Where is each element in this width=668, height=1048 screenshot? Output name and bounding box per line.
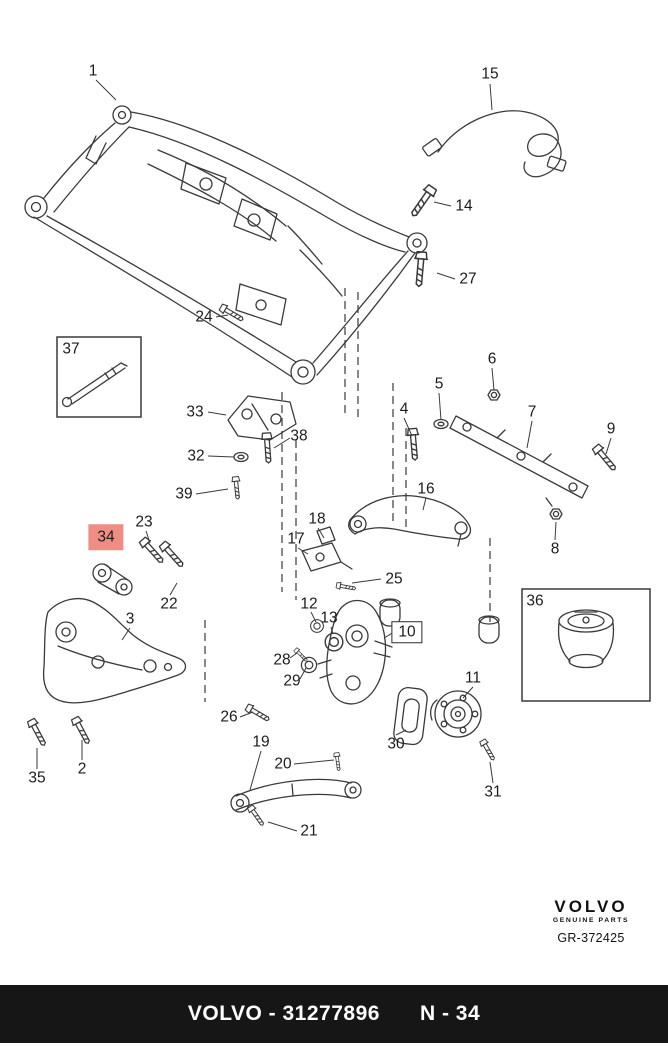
mount-36-art [557,609,615,669]
footer-sheet-number: N - 34 [419,1002,481,1025]
callout-38: 38 [290,427,308,445]
footer-bar: VOLVO - 31277896 N - 34 [0,985,668,1043]
callout-18: 18 [308,510,326,528]
callout-23: 23 [135,513,153,531]
callout-33: 33 [186,403,204,421]
part-36-box [521,588,651,702]
callout-21: 21 [300,822,318,840]
link-34-art [92,563,133,596]
plate-30-art [393,686,428,746]
callout-28: 28 [273,651,291,669]
callout-20: 20 [274,755,292,773]
stud-37-art [61,362,128,408]
bushings-art [300,598,500,674]
upper-arm-art [348,495,472,547]
callout-2: 2 [77,760,87,778]
knuckle-art [317,599,393,705]
callout-7: 7 [527,403,537,421]
bracket-3-art [42,598,187,704]
callout-30: 30 [387,735,405,753]
callout-1: 1 [88,62,98,80]
branding-block: VOLVO GENUINE PARTS GR-372425 [536,898,646,945]
callout-13: 13 [320,609,338,627]
callout-12: 12 [300,595,318,613]
callout-4: 4 [399,400,409,418]
callout-5: 5 [434,375,444,393]
bracket-33-art [227,395,297,441]
callout-36: 36 [526,592,544,610]
footer-part-number: VOLVO - 31277896 [187,1002,380,1025]
lower-arm-art [230,778,362,813]
callout-24: 24 [195,308,213,326]
subframe-art [24,105,428,385]
callout-25: 25 [385,570,403,588]
callout-26: 26 [220,708,238,726]
callout-39: 39 [175,485,193,503]
callout-19: 19 [252,733,270,751]
callout-3: 3 [125,610,135,628]
callout-9: 9 [606,420,616,438]
callout-32: 32 [187,447,205,465]
genuine-parts-label: GENUINE PARTS [552,916,630,924]
callout-22: 22 [160,595,178,613]
callout-14: 14 [455,197,473,215]
callout-11: 11 [464,669,482,687]
callout-10: 10 [391,621,423,643]
callout-37: 37 [62,340,80,358]
hub-art [430,690,482,738]
volvo-logo: VOLVO [554,897,628,916]
rail-7-art [449,415,589,507]
leader-lines [36,79,612,832]
callout-29: 29 [283,672,301,690]
cable-art [422,110,567,178]
callout-31: 31 [484,783,502,801]
drawing-reference: GR-372425 [557,930,625,945]
callout-16: 16 [417,480,435,498]
assembly-dashes [204,288,491,702]
part-37-box [56,336,142,418]
callout-15: 15 [481,65,499,83]
bracket-17-art [301,526,353,572]
callout-17: 17 [287,530,305,548]
callout-35: 35 [28,769,46,787]
callout-34: 34 [88,524,124,550]
callout-8: 8 [550,540,560,558]
callout-27: 27 [459,270,477,288]
callout-6: 6 [487,350,497,368]
